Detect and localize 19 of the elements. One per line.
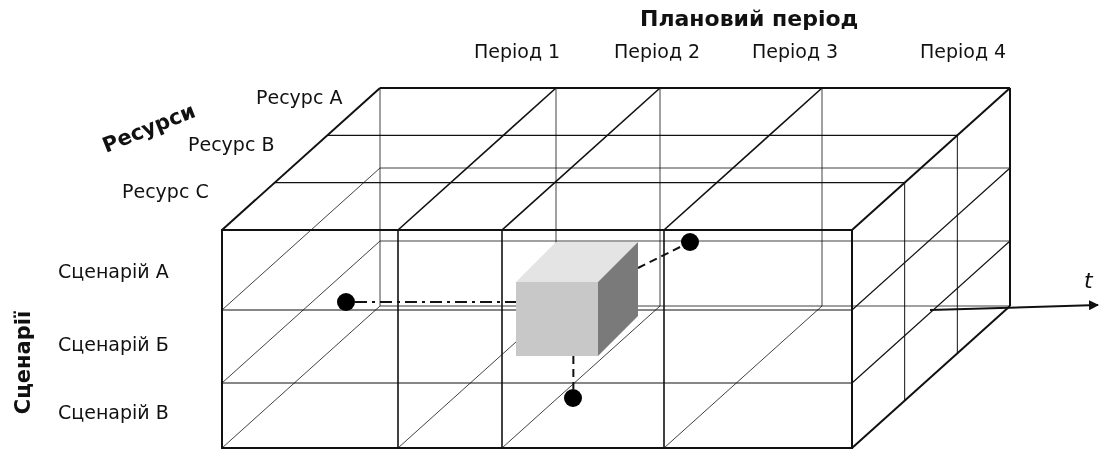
row-label: Сценарій Б (58, 335, 169, 354)
row-label: Ресурс А (256, 88, 343, 107)
axis-label: t (1084, 270, 1093, 292)
chart-title: Плановий період (640, 8, 859, 30)
point-dot (337, 293, 355, 311)
projection-line (354, 300, 517, 303)
point-dot (681, 233, 699, 251)
row-label: Сценарій А (58, 262, 169, 281)
row-label: Ресурс С (122, 182, 209, 201)
projection-line (572, 355, 575, 390)
column-label: Період 1 (474, 42, 561, 61)
projection-line (637, 245, 683, 269)
column-label: Період 3 (752, 42, 839, 61)
axis-title: Сценарії (13, 310, 35, 415)
row-label: Сценарій В (58, 403, 169, 422)
cube-block (516, 242, 638, 356)
column-label: Період 2 (614, 42, 701, 61)
column-label: Період 4 (920, 42, 1007, 61)
point-dot (564, 389, 582, 407)
